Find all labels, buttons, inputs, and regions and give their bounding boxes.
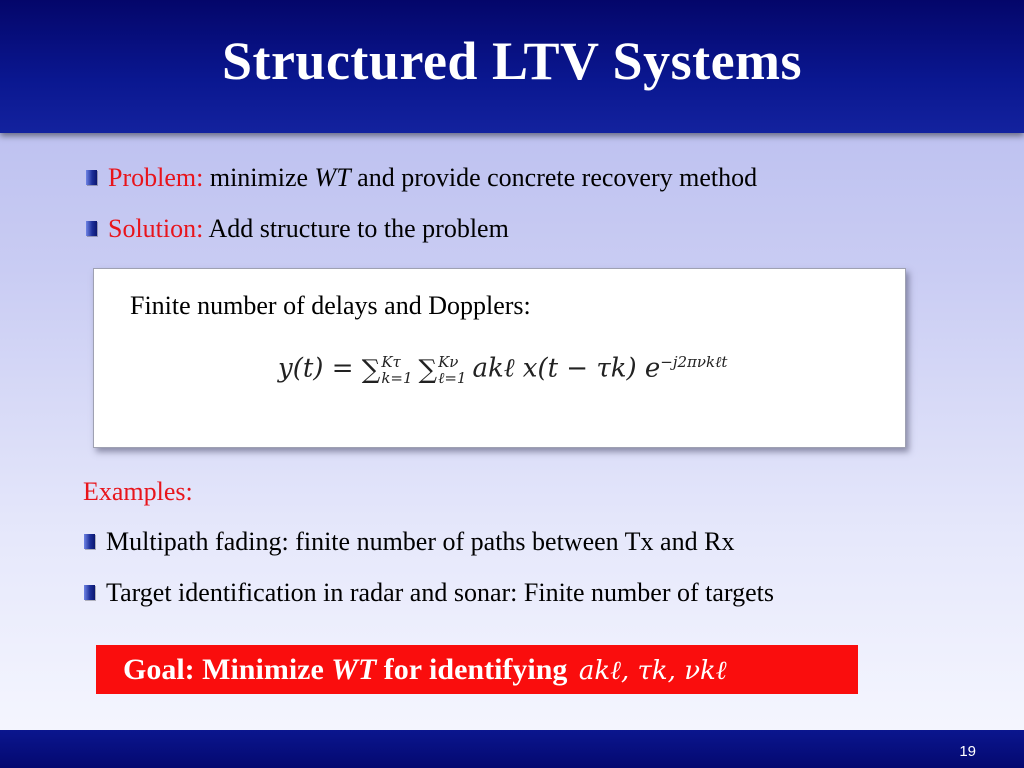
example-item: Multipath fading: finite number of paths… bbox=[84, 527, 734, 557]
model-box: Finite number of delays and Dopplers: y(… bbox=[93, 268, 906, 448]
formula-lhs: y(t) = bbox=[278, 353, 354, 384]
square-bullet-icon bbox=[86, 221, 97, 236]
problem-text-after: and provide concrete recovery method bbox=[357, 163, 758, 192]
sum1-upper: Kτ bbox=[381, 352, 401, 371]
bullet-problem: Problem: minimize WT and provide concret… bbox=[86, 163, 757, 193]
example-text: Target identification in radar and sonar… bbox=[106, 578, 774, 607]
square-bullet-icon bbox=[84, 534, 95, 549]
slide-title: Structured LTV Systems bbox=[221, 31, 803, 91]
examples-label: Examples: bbox=[83, 477, 193, 506]
problem-label: Problem: bbox=[108, 163, 204, 192]
square-bullet-icon bbox=[84, 585, 95, 600]
sum2-lower: ℓ=1 bbox=[438, 368, 467, 387]
formula-exponent: −j2πνkℓt bbox=[660, 353, 728, 371]
goal-text: Goal: Minimize WT for identifying akℓ, τ… bbox=[123, 653, 727, 687]
example-text: Multipath fading: finite number of paths… bbox=[106, 527, 735, 556]
solution-label: Solution: bbox=[108, 214, 204, 243]
model-heading: Finite number of delays and Dopplers: bbox=[130, 291, 531, 320]
sum-symbol-icon: ∑ bbox=[361, 354, 381, 385]
square-bullet-icon bbox=[86, 170, 97, 185]
solution-text: Add structure to the problem bbox=[208, 214, 509, 243]
goal-emph: WT bbox=[331, 653, 377, 686]
goal-banner: Goal: Minimize WT for identifying akℓ, τ… bbox=[96, 645, 858, 694]
goal-prefix: Goal: Minimize bbox=[123, 653, 324, 686]
bullet-solution: Solution: Add structure to the problem bbox=[86, 214, 509, 244]
slide-footer: 19 bbox=[0, 730, 1024, 768]
example-item: Target identification in radar and sonar… bbox=[84, 578, 774, 608]
problem-emph: WT bbox=[314, 163, 351, 192]
problem-text-before: minimize bbox=[209, 163, 309, 192]
sum2-upper: Kν bbox=[438, 352, 459, 371]
page-number: 19 bbox=[959, 743, 976, 760]
sum1-lower: k=1 bbox=[381, 368, 413, 387]
goal-variables: akℓ, τk, νkℓ bbox=[578, 656, 727, 686]
slide-header: Structured LTV Systems bbox=[0, 0, 1024, 133]
sum-symbol-icon: ∑ bbox=[418, 354, 438, 385]
formula-term: akℓ x(t − τk) e bbox=[472, 353, 661, 384]
goal-suffix: for identifying bbox=[383, 653, 568, 686]
